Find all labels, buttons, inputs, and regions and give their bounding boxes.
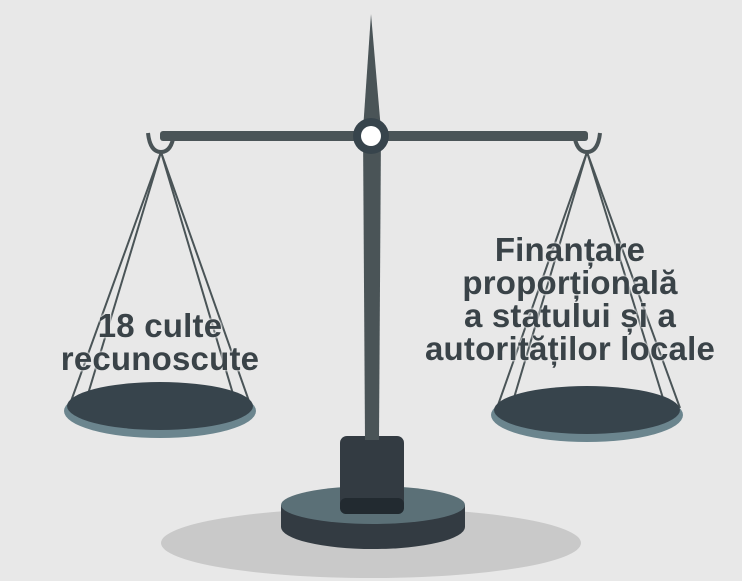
right-pan-label-line: proporțională (462, 264, 678, 301)
left-pan-label-line: 18 culte (97, 307, 223, 344)
left-pan-label-line: recunoscute (60, 340, 260, 377)
left-pan-label: 18 culte recunoscute (20, 309, 300, 375)
pivot-icon (353, 118, 389, 154)
right-pan-label: Finanțare proporțională a statului și a … (400, 233, 740, 365)
scale-base (281, 436, 465, 549)
scale-pole (363, 14, 381, 440)
right-pan (491, 386, 683, 442)
right-pan-label-line: autorităților locale (424, 330, 716, 367)
left-pan (64, 382, 256, 438)
left-pan-strings (69, 151, 251, 405)
right-pan-strings (496, 151, 681, 409)
right-pan-label-line: a statului și a (463, 297, 677, 334)
right-pan-label-line: Finanțare (494, 231, 646, 268)
